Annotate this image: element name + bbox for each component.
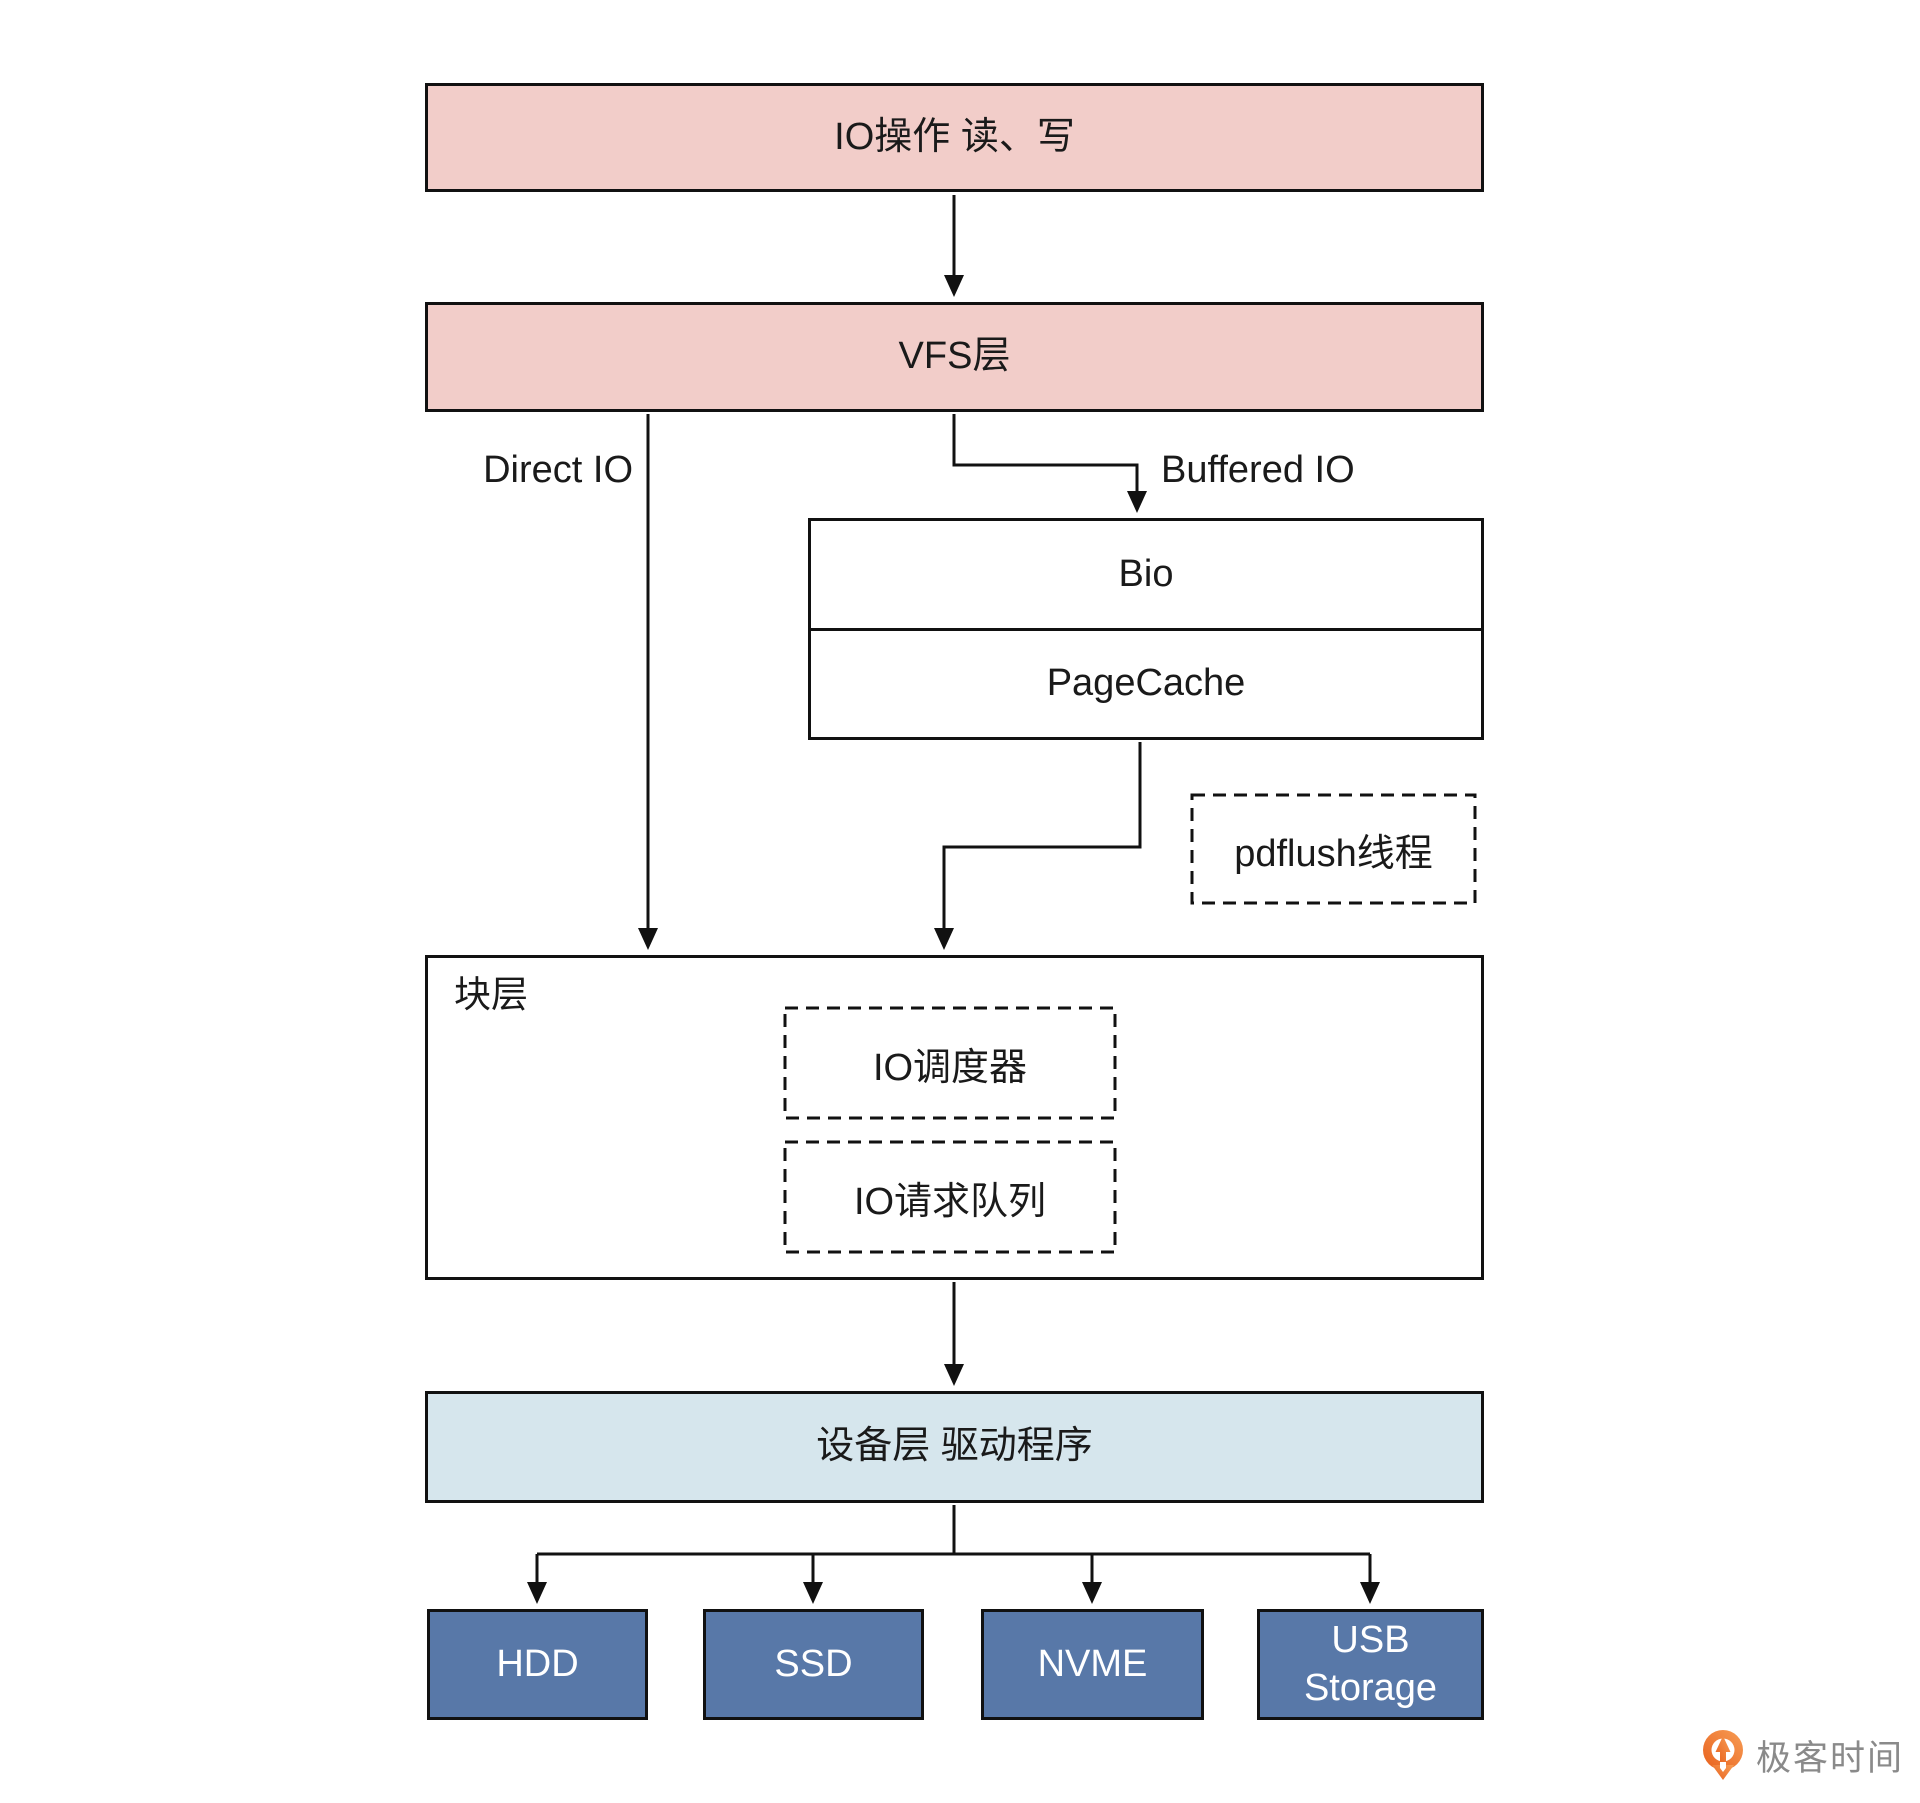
pagecache-box: PageCache	[811, 628, 1481, 737]
device-layer-label: 设备层 驱动程序	[816, 1425, 1093, 1468]
vfs-layer-label: VFS层	[898, 335, 1011, 378]
geektime-logo: 极客时间	[1700, 1728, 1904, 1782]
device-box-hdd: HDD	[427, 1609, 648, 1720]
bio-box: Bio	[811, 521, 1481, 628]
ssd-label: SSD	[774, 1642, 853, 1685]
bio-label: Bio	[1118, 552, 1174, 595]
device-box-ssd: SSD	[703, 1609, 924, 1720]
geektime-pin-icon	[1703, 1730, 1743, 1780]
hdd-label: HDD	[496, 1642, 579, 1685]
usb-storage-label: USB Storage	[1303, 1619, 1438, 1709]
vfs-layer-box: VFS层	[425, 302, 1484, 412]
buffered-io-edge-label: Buffered IO	[1161, 449, 1355, 491]
pdflush-box-outline	[1190, 793, 1477, 905]
io-operation-box: IO操作 读、写	[425, 83, 1484, 192]
arrow-pagecache-to-block	[934, 742, 1142, 950]
io-request-queue-label: IO请求队列	[853, 1180, 1047, 1223]
device-box-usb-storage: USB Storage	[1257, 1609, 1484, 1720]
direct-io-edge-label: Direct IO	[483, 449, 633, 491]
io-scheduler-box-outline	[783, 1006, 1117, 1120]
geektime-logo-text: 极客时间	[1756, 1738, 1905, 1778]
pagecache-label: PageCache	[1046, 662, 1246, 705]
device-layer-box: 设备层 驱动程序	[425, 1391, 1484, 1503]
block-layer-label: 块层	[454, 974, 528, 1015]
pdflush-label: pdflush线程	[1234, 832, 1433, 875]
bio-pagecache-stack: Bio PageCache	[808, 518, 1484, 740]
io-request-queue-box-outline	[783, 1140, 1117, 1254]
io-operation-label: IO操作 读、写	[834, 115, 1075, 158]
nvme-label: NVME	[1037, 1642, 1148, 1685]
device-box-nvme: NVME	[981, 1609, 1204, 1720]
arrow-buffered-io	[952, 414, 1147, 513]
io-scheduler-label: IO调度器	[872, 1046, 1028, 1089]
